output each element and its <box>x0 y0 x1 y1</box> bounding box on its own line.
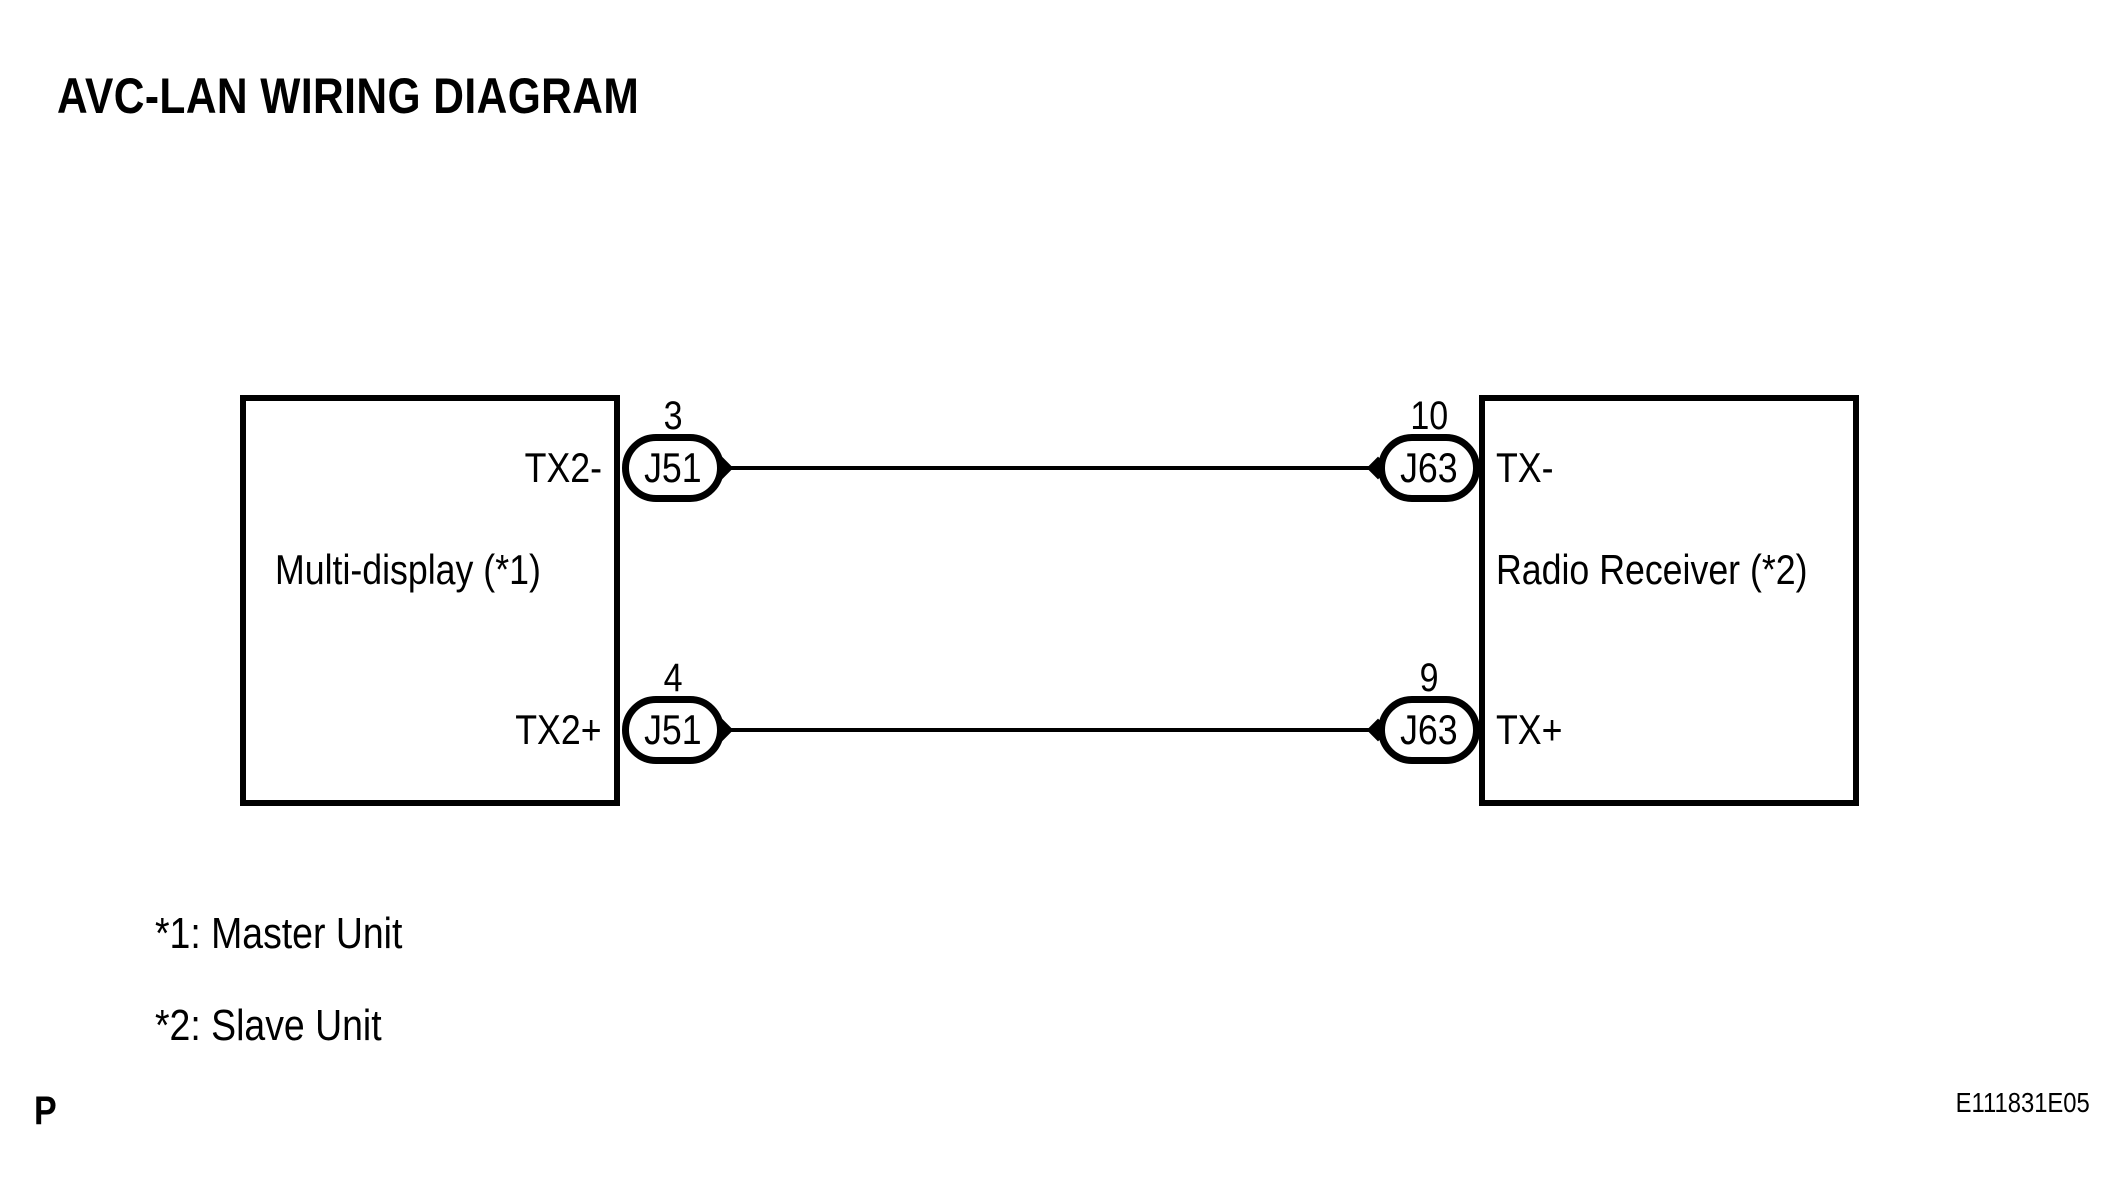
signal-label-tx-plus-text: TX+ <box>1496 706 1563 753</box>
connector-pill-j63-pin9: J63 <box>1378 696 1480 764</box>
wire-tx-minus <box>720 466 1382 470</box>
page-title: AVC-LAN WIRING DIAGRAM <box>57 70 742 122</box>
pin-number-3: 3 <box>622 396 724 436</box>
signal-label-tx2-minus: TX2- <box>340 447 602 489</box>
note-slave-unit-text: *2: Slave Unit <box>155 1001 382 1050</box>
right-device-label-text: Radio Receiver (*2) <box>1496 546 1808 593</box>
left-device-label-text: Multi-display (*1) <box>275 546 541 593</box>
pin-number-4: 4 <box>622 658 724 698</box>
figure-id-text: E111831E05 <box>1955 1087 2090 1118</box>
pin-number-4-text: 4 <box>663 656 683 700</box>
connector-pill-j51-pin3: J51 <box>622 434 724 502</box>
pin-number-9: 9 <box>1378 658 1480 698</box>
signal-label-tx2-plus-text: TX2+ <box>515 706 602 753</box>
note-slave-unit: *2: Slave Unit <box>155 1003 422 1049</box>
pin-number-10-text: 10 <box>1410 394 1448 438</box>
figure-id: E111831E05 <box>1932 1088 2090 1118</box>
page-marker: P <box>34 1090 61 1132</box>
note-master-unit-text: *1: Master Unit <box>155 909 403 958</box>
left-device-label: Multi-display (*1) <box>275 549 588 591</box>
pin-number-3-text: 3 <box>663 394 683 438</box>
signal-label-tx-minus: TX- <box>1496 447 1564 489</box>
connector-pill-j63-pin9-text: J63 <box>1400 706 1458 753</box>
right-device-box <box>1479 395 1859 806</box>
note-master-unit: *1: Master Unit <box>155 911 446 957</box>
pin-number-10: 10 <box>1378 396 1480 436</box>
pin-number-9-text: 9 <box>1419 656 1439 700</box>
left-device-box <box>240 395 620 806</box>
wire-tx-plus <box>720 728 1382 732</box>
connector-pill-j51-pin4: J51 <box>622 696 724 764</box>
signal-label-tx-plus: TX+ <box>1496 709 1574 751</box>
page-title-text: AVC-LAN WIRING DIAGRAM <box>57 68 640 124</box>
connector-pill-j63-pin10-text: J63 <box>1400 444 1458 491</box>
signal-label-tx-minus-text: TX- <box>1496 444 1554 491</box>
connector-pill-j51-pin3-text: J51 <box>644 444 702 491</box>
connector-pill-j51-pin4-text: J51 <box>644 706 702 753</box>
signal-label-tx2-plus: TX2+ <box>340 709 602 751</box>
connector-pill-j63-pin10: J63 <box>1378 434 1480 502</box>
page-marker-text: P <box>34 1089 57 1133</box>
right-device-label: Radio Receiver (*2) <box>1496 549 1862 591</box>
signal-label-tx2-minus-text: TX2- <box>524 444 602 491</box>
